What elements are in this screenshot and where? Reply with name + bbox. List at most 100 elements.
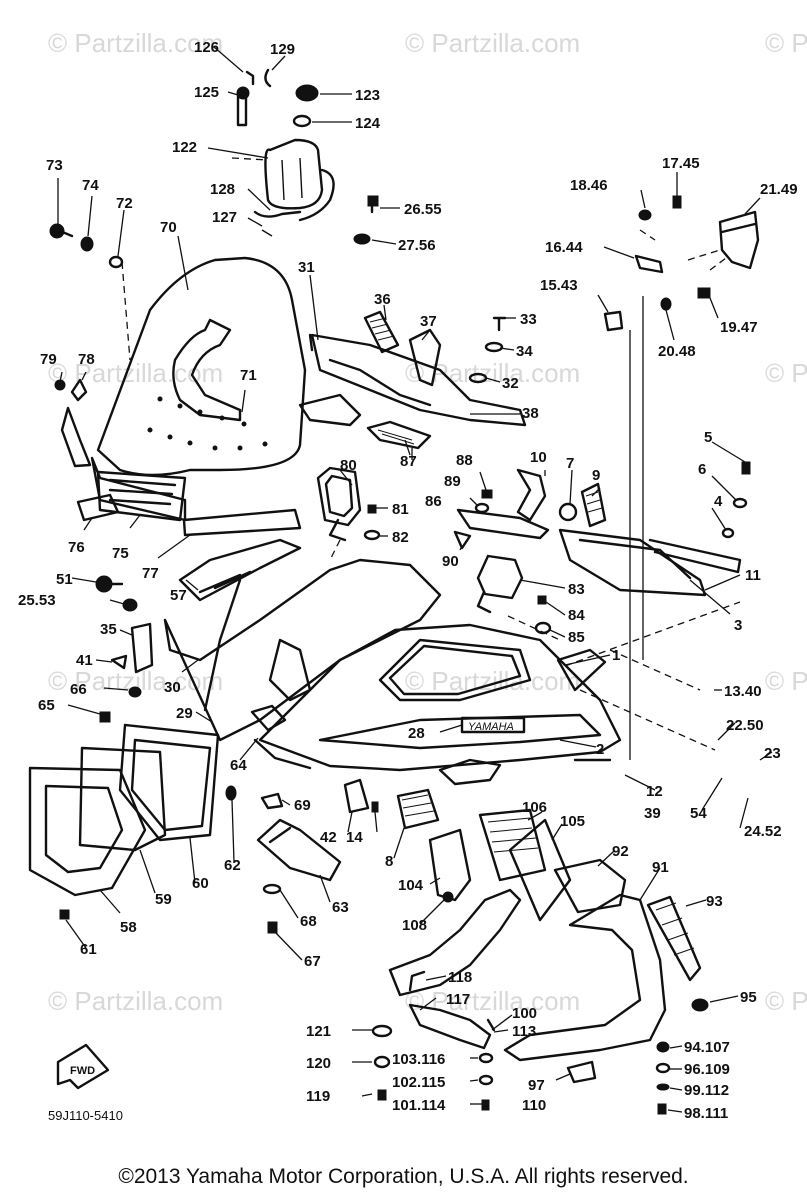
right-lower-panels xyxy=(503,858,709,1062)
callout-7: 7 xyxy=(566,455,574,472)
center-panels xyxy=(428,808,572,922)
callout-129: 129 xyxy=(270,41,295,58)
callout-127: 127 xyxy=(212,209,237,226)
callout-123: 123 xyxy=(355,87,380,104)
watermark: © Partzilla.com xyxy=(48,986,223,1016)
left-fasteners-lower xyxy=(95,575,154,723)
callout-82: 82 xyxy=(392,529,409,546)
callout-94-107: 94.107 xyxy=(684,1039,730,1056)
callout-9: 9 xyxy=(592,467,600,484)
callout-8: 8 xyxy=(385,853,393,870)
callout-1: 1 xyxy=(612,647,620,664)
callout-38: 38 xyxy=(522,405,539,422)
callout-22-50: 22.50 xyxy=(726,717,764,734)
callout-5: 5 xyxy=(704,429,712,446)
headlight-assembly xyxy=(28,723,220,897)
callout-30: 30 xyxy=(164,679,181,696)
lower-brackets xyxy=(388,888,522,1050)
callout-77: 77 xyxy=(142,565,159,582)
callout-100: 100 xyxy=(512,1005,537,1022)
callout-101-114: 101.114 xyxy=(392,1097,446,1114)
callout-92: 92 xyxy=(612,843,629,860)
mirror-right xyxy=(476,554,552,635)
callout-14: 14 xyxy=(346,829,363,846)
callout-93: 93 xyxy=(706,893,723,910)
callout-34: 34 xyxy=(516,343,533,360)
watermark: © Partzilla.com xyxy=(405,28,580,58)
callout-81: 81 xyxy=(392,501,409,518)
reservoir-tank xyxy=(231,68,335,237)
watermark: © Partzilla.com xyxy=(765,666,807,696)
callout-54: 54 xyxy=(690,805,707,822)
callout-95: 95 xyxy=(740,989,757,1006)
callout-99-112: 99.112 xyxy=(684,1082,729,1099)
left-fasteners xyxy=(49,223,131,361)
callout-65: 65 xyxy=(38,697,55,714)
right-bracket xyxy=(516,461,751,597)
callout-67: 67 xyxy=(304,953,321,970)
callout-98-111: 98.111 xyxy=(684,1105,728,1122)
callout-21-49: 21.49 xyxy=(760,181,798,198)
callout-31: 31 xyxy=(298,259,315,276)
callout-103-116: 103.116 xyxy=(392,1051,445,1068)
callout-60: 60 xyxy=(192,875,209,892)
callout-120: 120 xyxy=(306,1055,331,1072)
watermark: © Partzilla.com xyxy=(765,28,807,58)
callout-27-56: 27.56 xyxy=(398,237,436,254)
callout-18-46: 18.46 xyxy=(570,177,608,194)
callout-124: 124 xyxy=(355,115,381,132)
diagram-code: 59J110-5410 xyxy=(48,1108,123,1123)
callout-37: 37 xyxy=(420,313,437,330)
callout-84: 84 xyxy=(568,607,585,624)
callout-16-44: 16.44 xyxy=(545,239,583,256)
washer-stack-right xyxy=(566,1041,671,1115)
callout-71: 71 xyxy=(240,367,257,384)
callout-4: 4 xyxy=(714,493,723,510)
callout-2: 2 xyxy=(596,741,604,758)
callout-29: 29 xyxy=(176,705,193,722)
callout-13-40: 13.40 xyxy=(724,683,762,700)
callout-110: 110 xyxy=(522,1097,546,1114)
callout-108: 108 xyxy=(402,917,427,934)
fwd-arrow-icon: FWD xyxy=(56,1043,110,1090)
callout-80: 80 xyxy=(340,457,357,474)
callout-117: 117 xyxy=(446,991,470,1008)
callout-90: 90 xyxy=(442,553,459,570)
callout-97: 97 xyxy=(528,1077,545,1094)
watermark: © Partzilla.com xyxy=(48,28,223,58)
washer-stack-left xyxy=(371,1024,494,1111)
callout-6: 6 xyxy=(698,461,706,478)
callout-105: 105 xyxy=(560,813,585,830)
yamaha-emblem-text: YAMAHA xyxy=(468,721,514,733)
callout-106: 106 xyxy=(522,799,547,816)
callout-26-55: 26.55 xyxy=(404,201,442,218)
callout-126: 126 xyxy=(194,39,219,56)
callout-11: 11 xyxy=(745,567,761,584)
watermark: © Partzilla.com xyxy=(765,986,807,1016)
copyright-notice: ©2013 Yamaha Motor Corporation, U.S.A. A… xyxy=(118,1165,689,1188)
callout-33: 33 xyxy=(520,311,537,328)
callout-104: 104 xyxy=(398,877,424,894)
callout-76: 76 xyxy=(68,539,85,556)
callout-74: 74 xyxy=(82,177,99,194)
right-top-group xyxy=(603,195,760,760)
callout-3: 3 xyxy=(734,617,742,634)
callout-128: 128 xyxy=(210,181,235,198)
callout-17-45: 17.45 xyxy=(662,155,700,172)
callout-labels: 126 129 125 123 124 122 128 127 26.55 27… xyxy=(18,39,798,1122)
callout-62: 62 xyxy=(224,857,241,874)
callout-87: 87 xyxy=(400,453,417,470)
callout-12: 12 xyxy=(646,783,663,800)
callout-64: 64 xyxy=(230,757,247,774)
callout-88: 88 xyxy=(456,452,473,469)
callout-79: 79 xyxy=(40,351,57,368)
callout-15-43: 15.43 xyxy=(540,277,578,294)
callout-66: 66 xyxy=(70,681,87,698)
callout-85: 85 xyxy=(568,629,585,646)
watermark-layer: © Partzilla.com © Partzilla.com © Partzi… xyxy=(48,28,807,1016)
fwd-label: FWD xyxy=(70,1065,95,1077)
callout-28: 28 xyxy=(408,725,425,742)
callout-69: 69 xyxy=(294,797,311,814)
callout-122: 122 xyxy=(172,139,197,156)
